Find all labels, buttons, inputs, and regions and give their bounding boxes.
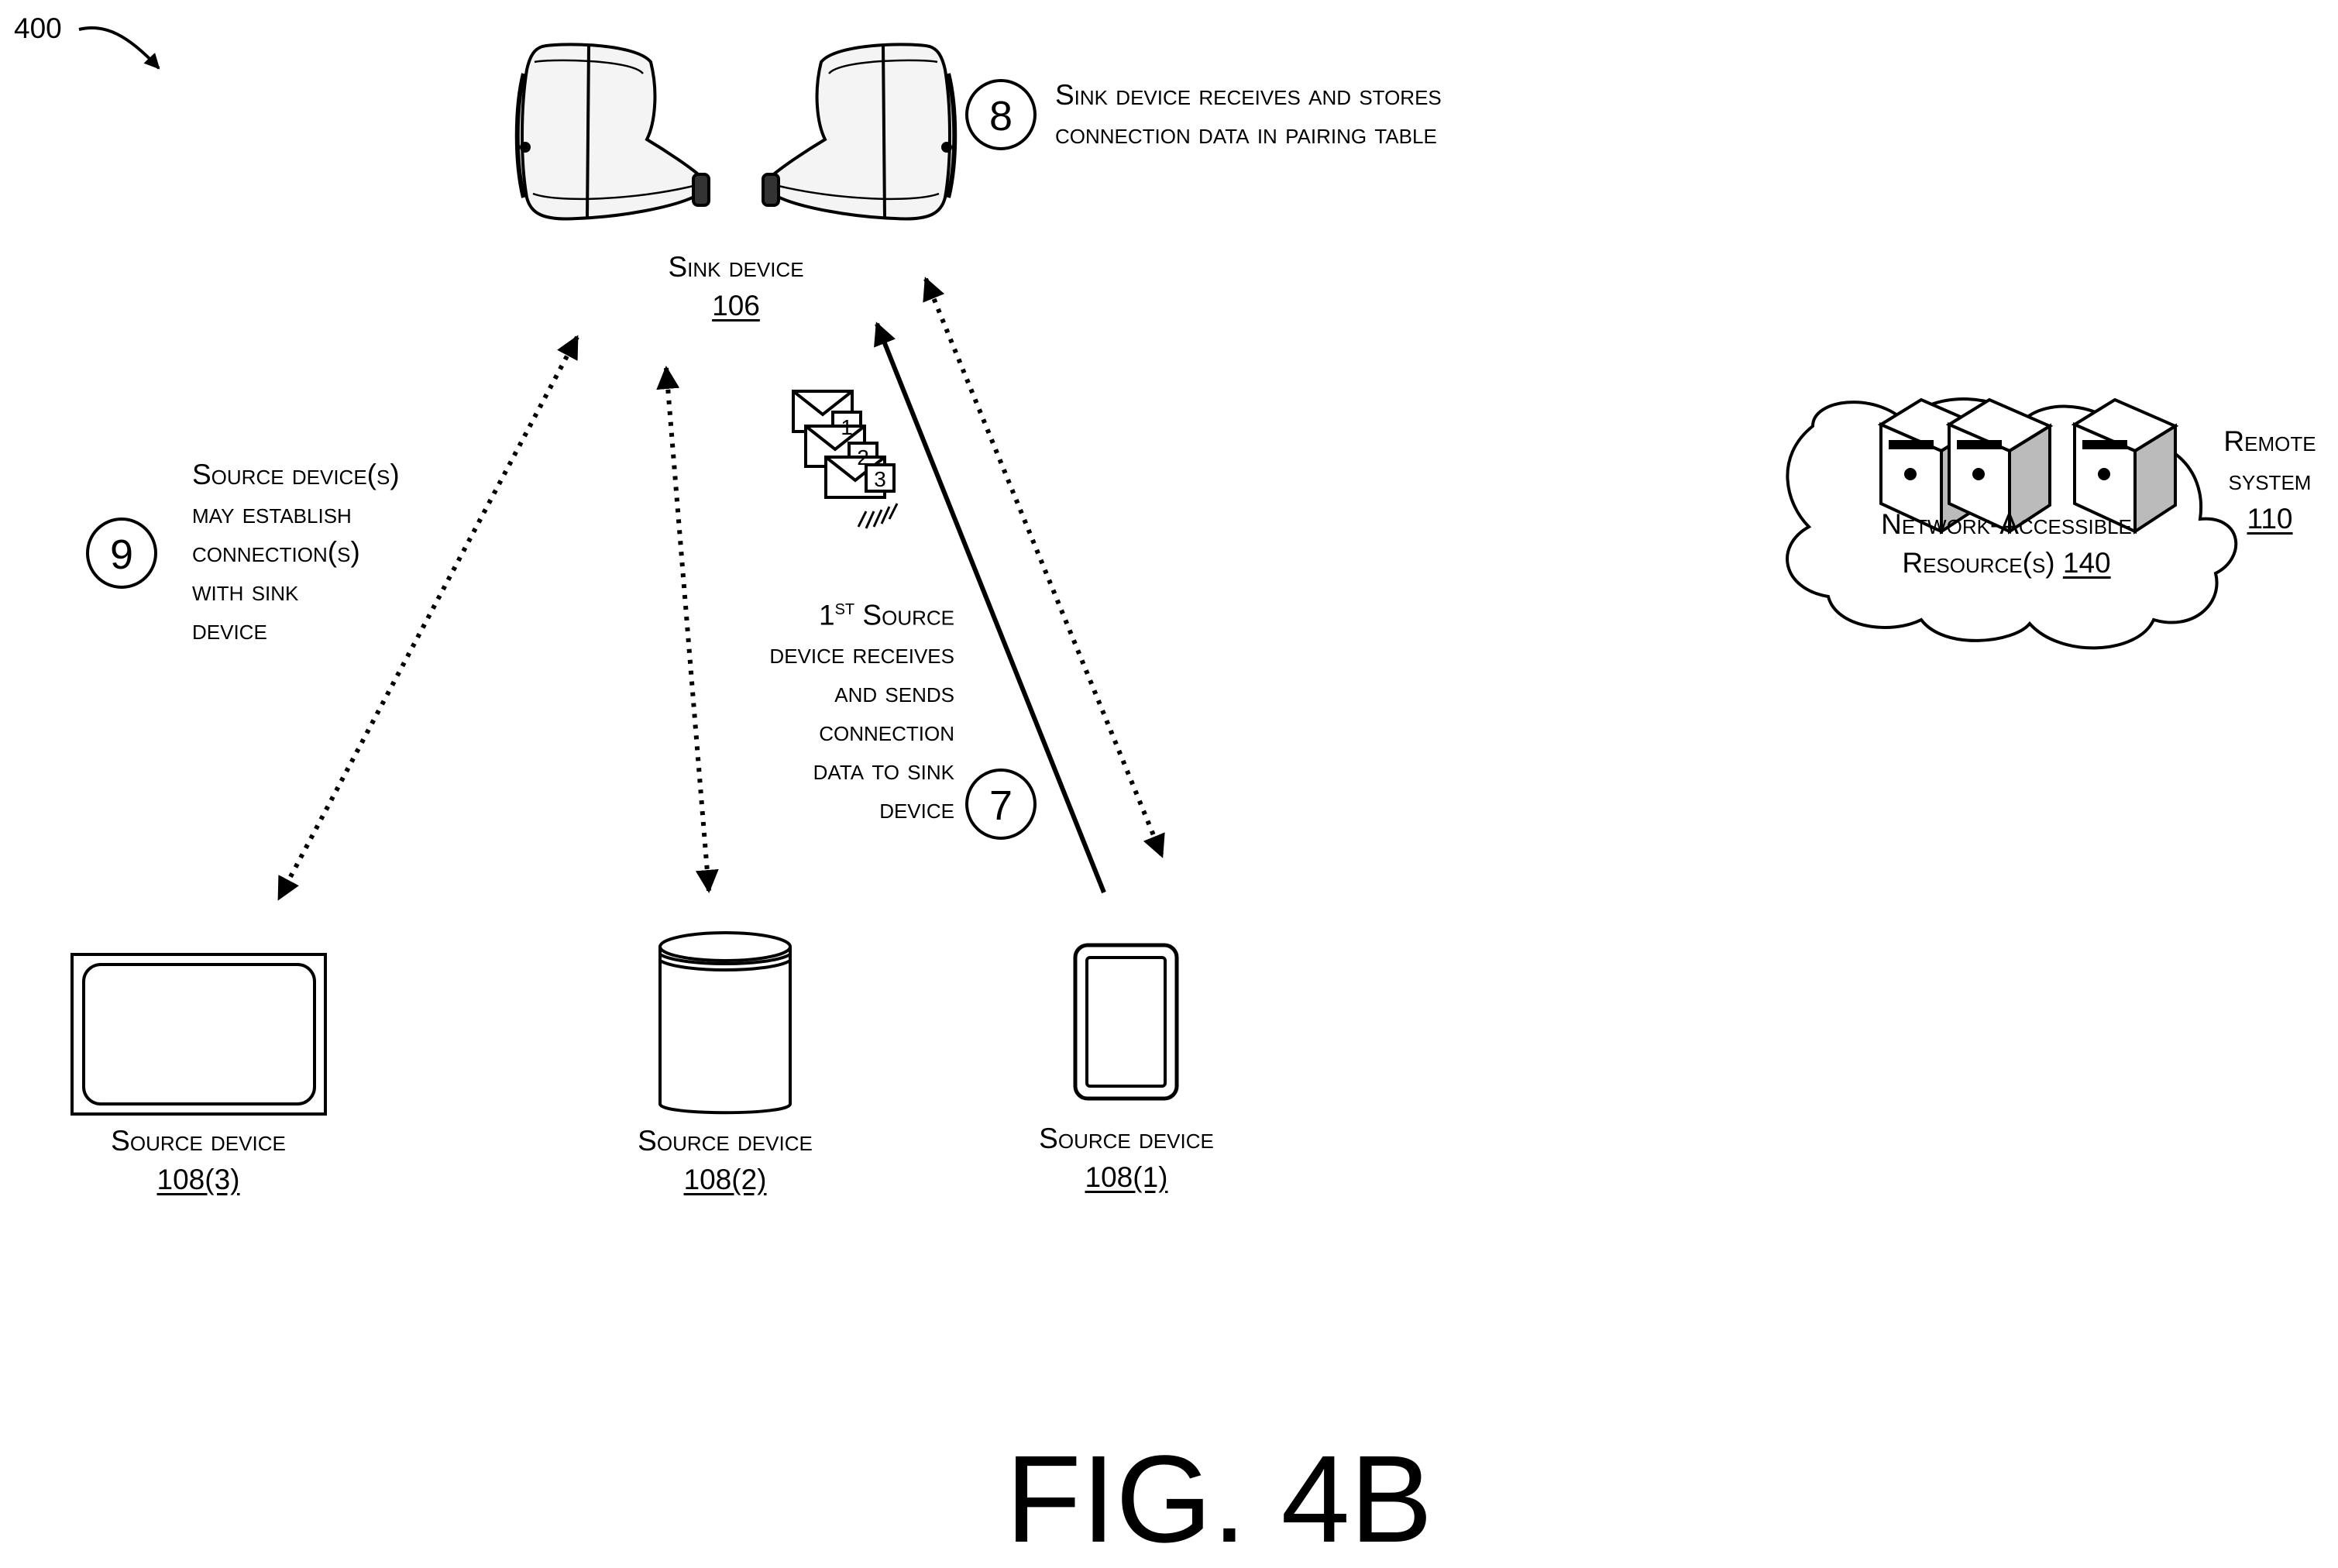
earbud-right-icon bbox=[763, 44, 954, 218]
source-device-108-1-label: Source device 108(1) bbox=[987, 1119, 1266, 1197]
step-7-line-1-rest: Source bbox=[854, 599, 954, 631]
step-9-line-2: may establish bbox=[192, 494, 400, 533]
sink-device-name: Sink device bbox=[620, 248, 852, 287]
step-9-number: 9 bbox=[110, 531, 133, 578]
source-device-108-2-name: Source device bbox=[586, 1122, 865, 1161]
message-number-3: 3 bbox=[874, 467, 886, 491]
network-resources-name: Resource(s) bbox=[1902, 547, 2063, 579]
message-number-2: 2 bbox=[857, 445, 869, 469]
network-resources-line-1: Network-Accessible bbox=[1805, 505, 2208, 544]
source-device-108-2-label: Source device 108(2) bbox=[586, 1122, 865, 1199]
figure-caption: FIG. 4B bbox=[1006, 1433, 1432, 1565]
step-7-line-3: and sends bbox=[682, 673, 954, 712]
remote-system-ref: 110 bbox=[2202, 500, 2338, 538]
earbud-left-icon bbox=[517, 44, 709, 218]
network-resources-label: Network-Accessible Resource(s) 140 bbox=[1805, 505, 2208, 583]
connection-arrow-source-108-1 bbox=[926, 279, 1162, 856]
tv-icon bbox=[72, 954, 325, 1114]
sink-device-ref: 106 bbox=[620, 287, 852, 325]
source-device-108-3-name: Source device bbox=[59, 1122, 338, 1161]
step-7-line-6: device bbox=[682, 789, 954, 828]
remote-system-line-1: Remote bbox=[2202, 422, 2338, 461]
source-device-108-3-ref: 108(3) bbox=[59, 1161, 338, 1199]
step-7-ordinal-suffix: ST bbox=[835, 601, 855, 618]
step-8-line-2: connection data in pairing table bbox=[1055, 115, 1442, 153]
figure-ref-number: 400 bbox=[14, 9, 62, 48]
source-device-108-1-ref: 108(1) bbox=[987, 1158, 1266, 1197]
remote-system-line-2: system bbox=[2202, 461, 2338, 500]
step-8-line-1: Sink device receives and stores bbox=[1055, 76, 1442, 115]
step-7-line-2: device receives bbox=[682, 634, 954, 673]
source-device-108-1-name: Source device bbox=[987, 1119, 1266, 1158]
message-number-1: 1 bbox=[841, 415, 853, 439]
source-device-108-3-label: Source device 108(3) bbox=[59, 1122, 338, 1199]
speaker-icon bbox=[660, 933, 790, 1112]
network-resources-ref: 140 bbox=[2063, 547, 2111, 579]
step-9-line-3: connection(s) bbox=[192, 533, 400, 572]
source-device-108-2-ref: 108(2) bbox=[586, 1161, 865, 1199]
step-8-badge: 8 bbox=[967, 81, 1035, 149]
motion-lines-icon bbox=[858, 504, 897, 528]
step-7-line-5: data to sink bbox=[682, 751, 954, 789]
step-9-text: Source device(s) may establish connectio… bbox=[192, 456, 400, 649]
step-7-number: 7 bbox=[989, 782, 1013, 829]
remote-system-label: Remote system 110 bbox=[2202, 422, 2338, 538]
network-resources-line-2: Resource(s) 140 bbox=[1805, 544, 2208, 583]
step-8-number: 8 bbox=[989, 93, 1013, 139]
step-7-text: 1ST Source device receives and sends con… bbox=[682, 590, 954, 828]
phone-icon bbox=[1075, 945, 1177, 1099]
step-7-line-1: 1ST Source bbox=[682, 590, 954, 634]
step-9-line-5: device bbox=[192, 610, 400, 649]
step-7-line-4: connection bbox=[682, 712, 954, 751]
step-7-ordinal-number: 1 bbox=[819, 599, 835, 631]
figure-ref-arrow bbox=[79, 28, 159, 68]
step-7-badge: 7 bbox=[967, 770, 1035, 838]
step-9-line-4: with sink bbox=[192, 572, 400, 610]
step-8-text: Sink device receives and stores connecti… bbox=[1055, 76, 1442, 153]
step-9-line-1: Source device(s) bbox=[192, 456, 400, 494]
step-9-badge: 9 bbox=[88, 519, 156, 587]
sink-device-label: Sink device 106 bbox=[620, 248, 852, 325]
connection-data-messages-icon: 1 2 3 bbox=[793, 391, 897, 528]
